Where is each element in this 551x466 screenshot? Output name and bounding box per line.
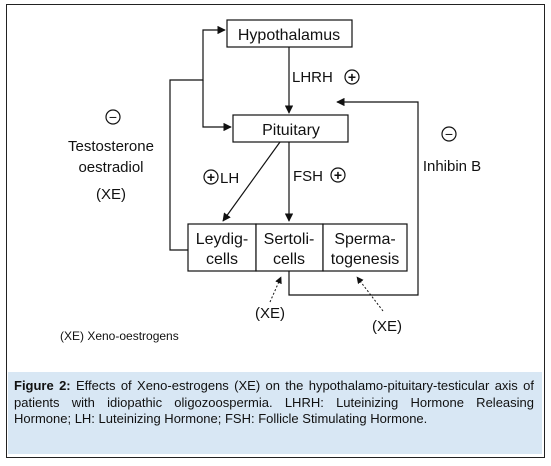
- lh-plus-sign: +: [203, 169, 219, 185]
- svg-text:+: +: [348, 69, 356, 85]
- lhrh-label: LHRH: [292, 69, 333, 86]
- left-feedback-to-pituitary: [202, 80, 232, 132]
- pituitary-label: Pituitary: [262, 122, 320, 139]
- xe-to-spermatogenesis-arrow: [356, 276, 384, 312]
- oestradiol-label: oestradiol: [78, 159, 143, 176]
- xe-bottom-left-label: (XE): [255, 305, 285, 322]
- caption-band: [8, 372, 542, 454]
- right-minus-sign: −: [441, 126, 457, 142]
- left-minus-sign: −: [105, 109, 121, 125]
- leydig-label-1: Leydig-: [196, 231, 248, 248]
- inhibin-label: Inhibin B: [423, 158, 481, 175]
- sertoli-node: Sertoli- cells: [255, 223, 324, 272]
- sperm-label-2: togenesis: [331, 251, 400, 268]
- legend-text: (XE) Xeno-oestrogens: [60, 329, 179, 343]
- xe-bottom-right-label: (XE): [372, 318, 402, 335]
- sertoli-label-2: cells: [273, 251, 305, 268]
- pituitary-node: Pituitary: [232, 114, 349, 143]
- left-feedback-to-hypothalamus: [169, 25, 226, 251]
- lh-arrow: [222, 141, 281, 222]
- spermatogenesis-node: Sperma- togenesis: [322, 223, 408, 272]
- svg-text:+: +: [334, 167, 342, 183]
- xe-left-label: (XE): [96, 186, 126, 203]
- lh-label: LH: [220, 170, 239, 187]
- sertoli-label-1: Sertoli-: [264, 231, 315, 248]
- xe-to-sertoli-arrow: [269, 276, 282, 303]
- caption-text: Effects of Xeno-estrogens (XE) on the hy…: [14, 378, 534, 426]
- fsh-label: FSH: [293, 168, 323, 185]
- caption-label: Figure 2:: [14, 378, 71, 393]
- svg-text:−: −: [445, 126, 453, 142]
- figure-caption: Figure 2: Effects of Xeno-estrogens (XE)…: [14, 378, 534, 428]
- lhrh-plus-sign: +: [344, 69, 360, 85]
- svg-text:+: +: [207, 169, 215, 185]
- svg-text:−: −: [109, 109, 117, 125]
- hypothalamus-label: Hypothalamus: [238, 27, 340, 44]
- leydig-label-2: cells: [206, 251, 238, 268]
- leydig-node: Leydig- cells: [187, 223, 257, 272]
- testosterone-label: Testosterone: [68, 138, 154, 155]
- sperm-label-1: Sperma-: [334, 231, 395, 248]
- fsh-plus-sign: +: [330, 167, 346, 183]
- hypothalamus-node: Hypothalamus: [226, 19, 353, 48]
- inhibin-feedback-line: [288, 97, 419, 296]
